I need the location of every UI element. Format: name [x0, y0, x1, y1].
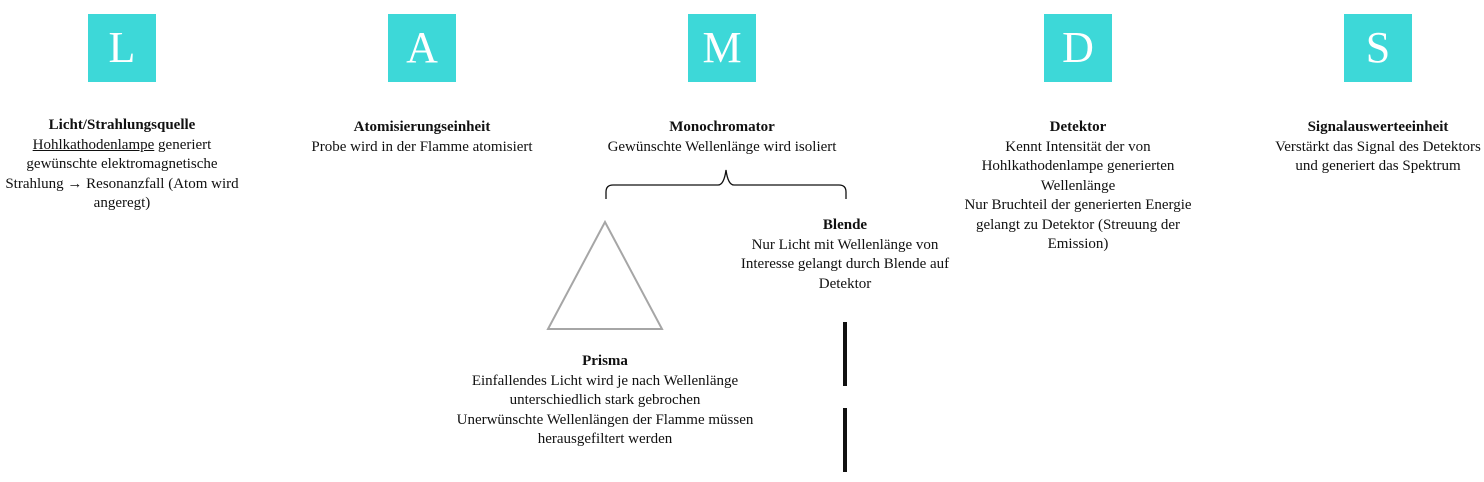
prisma-title: Prisma — [582, 353, 628, 369]
lichtquelle-underlined: Hohlkathodenlampe — [32, 136, 155, 153]
signal-title: Signalauswerteeinheit — [1307, 119, 1449, 135]
prisma-line2: Unerwünschte Wellenlängen der Flamme müs… — [456, 411, 754, 448]
tile-l: L — [88, 14, 156, 82]
monochromator-brace — [605, 169, 847, 199]
detektor-line1: Kennt Intensität der von Hohlkathodenlam… — [981, 138, 1175, 194]
lichtquelle-block: Licht/Strahlungsquelle Hohlkathodenlampe… — [0, 116, 244, 214]
monochromator-text: Gewünschte Wellenlänge wird isoliert — [607, 138, 837, 155]
atomisierung-title: Atomisierungseinheit — [353, 119, 491, 135]
detektor-title: Detektor — [1049, 119, 1107, 135]
signal-block: Signalauswerteeinheit Verstärkt das Sign… — [1268, 118, 1484, 177]
detektor-line2: Nur Bruchteil der generierten Energie ge… — [964, 197, 1192, 252]
blende-block: Blende Nur Licht mit Wellenlänge von Int… — [740, 216, 950, 294]
lichtquelle-text-rest: generiert gewünschte elektromagnetische … — [5, 136, 239, 212]
lichtquelle-text: Hohlkathodenlampe generiert gewünschte e… — [0, 136, 244, 214]
blende-text: Nur Licht mit Wellenlänge von Interesse … — [740, 236, 950, 292]
atomisierung-block: Atomisierungseinheit Probe wird in der F… — [310, 118, 534, 157]
atomisierung-text: Probe wird in der Flamme atomisiert — [311, 138, 533, 155]
tile-a: A — [388, 14, 456, 82]
detektor-block: Detektor Kennt Intensität der von Hohlka… — [958, 118, 1198, 255]
prism-triangle — [546, 219, 664, 330]
monochromator-title: Monochromator — [669, 119, 775, 135]
prisma-block: Prisma Einfallendes Licht wird je nach W… — [430, 352, 780, 450]
monochromator-block: Monochromator Gewünschte Wellenlänge wir… — [572, 118, 872, 157]
tile-d: D — [1044, 14, 1112, 82]
signal-text: Verstärkt das Signal des Detektors und g… — [1275, 138, 1481, 175]
tile-m: M — [688, 14, 756, 82]
lichtquelle-title: Licht/Strahlungsquelle — [48, 117, 196, 133]
tile-s: S — [1344, 14, 1412, 82]
blende-title: Blende — [822, 217, 868, 233]
prisma-line1: Einfallendes Licht wird je nach Wellenlä… — [471, 372, 739, 409]
